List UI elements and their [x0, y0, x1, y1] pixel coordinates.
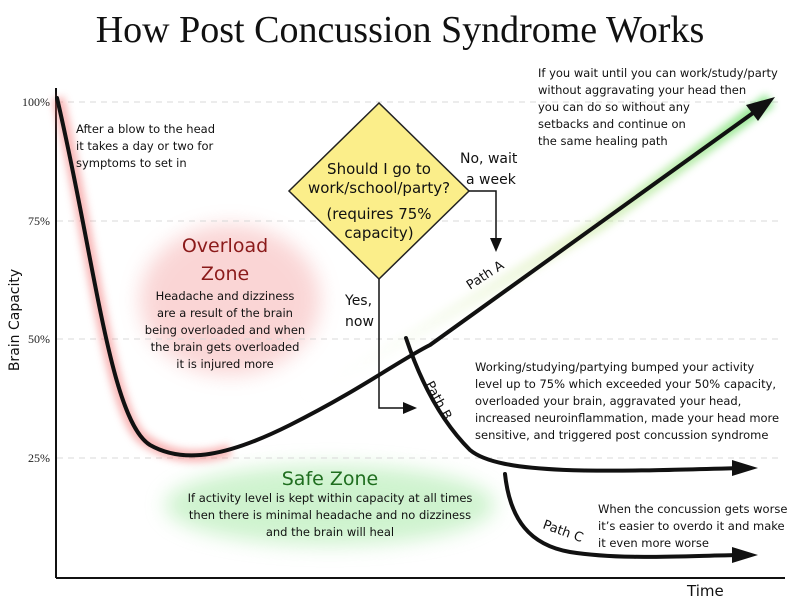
curves [55, 96, 762, 559]
path-a-text-1: If you wait until you can work/study/par… [538, 66, 778, 80]
path-b-text-3: overloaded your brain, aggravated your h… [475, 394, 741, 408]
path-b-curve [404, 336, 742, 473]
path-a-text-2: without aggravating your head then [538, 83, 746, 97]
overload-zone-glow [140, 225, 320, 375]
onset-note: After a blow to the head it takes a day … [76, 122, 215, 170]
zone-glows [140, 225, 495, 545]
overload-text-1: Headache and dizziness [156, 289, 295, 303]
path-c-label: Path C [541, 518, 585, 546]
safe-text-3: and the brain will heal [266, 525, 394, 539]
no-wait-line-2: a week [466, 172, 517, 188]
path-a-text-4: setbacks and continue on [538, 117, 686, 131]
path-a-text-5: the same healing path [538, 134, 668, 148]
path-c-text-1: When the concussion gets worse [598, 502, 787, 516]
path-b-text-1: Working/studying/partying bumped your ac… [475, 360, 754, 374]
no-wait-arrow-line [469, 190, 497, 240]
injury-healing-curve [55, 96, 762, 458]
overload-text-5: it is injured more [176, 357, 273, 371]
yes-now-line-1: Yes, [344, 293, 372, 309]
safe-zone: Safe Zone If activity level is kept with… [188, 468, 473, 539]
path-b-text-2: level up to 75% which exceeded your 50% … [475, 377, 776, 391]
path-b-label: Path B [421, 379, 454, 423]
decision-line-1: Should I go to [327, 160, 431, 178]
path-b-text-5: sensitive, and triggered post concussion… [475, 428, 768, 442]
safe-zone-glow [165, 465, 495, 545]
path-a-arrowhead [746, 97, 775, 121]
overload-zone: Overload Zone Headache and dizziness are… [145, 235, 305, 371]
yes-now-arrowhead [403, 402, 417, 414]
y-axis-label: Brain Capacity [7, 269, 23, 371]
yes-now-line-2: now [345, 314, 374, 330]
decision-arrows [378, 190, 497, 409]
overload-title-1: Overload [182, 235, 268, 257]
path-c-curve [503, 472, 742, 559]
overload-text-2: are a result of the brain [157, 306, 293, 320]
y-tick-25: 25% [28, 451, 50, 465]
path-b-note: Working/studying/partying bumped your ac… [475, 360, 779, 442]
yes-now-arrow-line [378, 279, 405, 409]
path-b-text-4: increased neuroinflammation, made your h… [475, 411, 779, 425]
y-tick-100: 100% [22, 95, 50, 109]
overload-title-2: Zone [201, 263, 249, 285]
onset-line-3: symptoms to set in [76, 156, 187, 170]
path-b-arrowhead [732, 460, 758, 476]
y-tick-50: 50% [28, 332, 50, 346]
decision-node: Should I go to work/school/party? (requi… [287, 101, 471, 281]
onset-line-1: After a blow to the head [76, 122, 215, 136]
path-a-text-3: you can do so without any [538, 100, 690, 114]
overload-text-4: the brain gets overloaded [151, 340, 300, 354]
no-wait-line-1: No, wait [460, 151, 518, 167]
decision-line-3: (requires 75% [326, 205, 431, 223]
x-axis-label: Time [686, 582, 724, 600]
safe-text-2: then there is minimal headache and no di… [189, 508, 471, 522]
path-c-text-3: it even more worse [598, 536, 709, 550]
path-c-arrowhead [732, 547, 758, 563]
path-c-note: When the concussion gets worse it’s easi… [598, 502, 787, 550]
y-tick-75: 75% [28, 214, 50, 228]
safe-zone-title: Safe Zone [282, 468, 379, 490]
y-tick-labels: 100% 75% 50% 25% [22, 95, 50, 465]
decision-line-2: work/school/party? [308, 179, 450, 197]
path-c-text-2: it’s easier to overdo it and make [598, 519, 785, 533]
overload-text-3: being overloaded and when [145, 323, 305, 337]
path-a-note: If you wait until you can work/study/par… [538, 66, 778, 148]
no-wait-arrowhead [490, 238, 502, 252]
page-title: How Post Concussion Syndrome Works [95, 9, 705, 51]
safe-text-1: If activity level is kept within capacit… [188, 491, 473, 505]
arrow-heads [732, 97, 775, 563]
axes [55, 88, 785, 579]
onset-line-2: it takes a day or two for [76, 139, 214, 153]
decision-line-4: capacity) [344, 224, 413, 242]
